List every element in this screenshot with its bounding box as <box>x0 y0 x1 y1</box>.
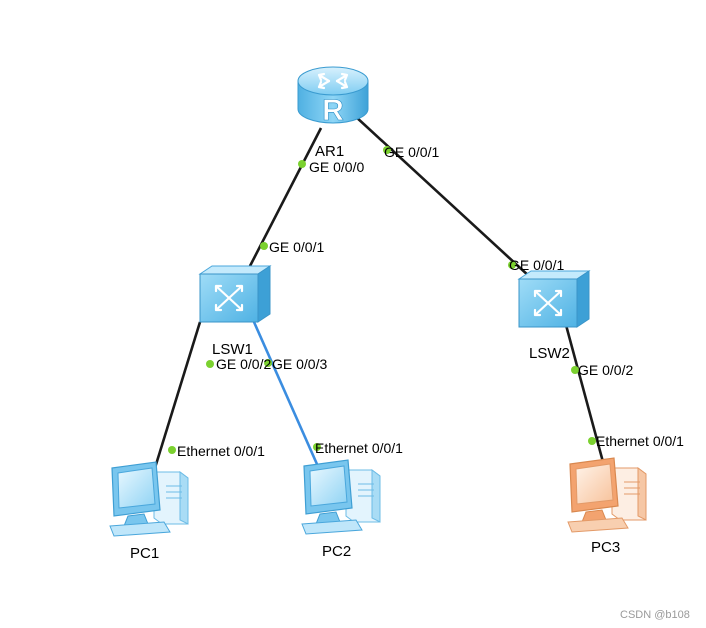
port-label-lsw2-ge001: GE 0/0/1 <box>509 257 564 273</box>
port-label-pc3-eth001: Ethernet 0/0/1 <box>596 433 684 449</box>
switch-icon <box>198 265 272 323</box>
port-dot <box>383 146 391 154</box>
port-label-lsw1-ge001: GE 0/0/1 <box>269 239 324 255</box>
port-label-lsw2-ge002: GE 0/0/2 <box>578 362 633 378</box>
node-labels: AR1 LSW1 LSW2 PC1 PC2 PC3 <box>130 143 620 562</box>
link-ar1-lsw2[interactable] <box>354 115 531 278</box>
switch-lsw1[interactable] <box>198 265 272 323</box>
port-label-ar1-ge000: GE 0/0/0 <box>309 159 364 175</box>
watermark: CSDN @b108 <box>620 609 690 621</box>
pc-pc3[interactable] <box>567 457 647 533</box>
pc-pc2[interactable] <box>301 459 381 535</box>
node-label-pc3: PC3 <box>591 539 620 556</box>
port-dot <box>206 360 214 368</box>
port-labels: GE 0/0/0 GE 0/0/1 GE 0/0/1 GE 0/0/1 GE 0… <box>177 144 684 459</box>
port-label-lsw1-ge002: GE 0/0/2 <box>216 356 271 372</box>
port-label-ar1-ge001: GE 0/0/1 <box>384 144 439 160</box>
port-dot <box>264 359 272 367</box>
port-label-pc1-eth001: Ethernet 0/0/1 <box>177 443 265 459</box>
node-label-pc1: PC1 <box>130 545 159 562</box>
port-dot <box>571 366 579 374</box>
pc-icon <box>301 459 381 535</box>
port-dot <box>168 446 176 454</box>
router-ar1[interactable]: R <box>297 66 369 127</box>
port-dots <box>168 146 596 454</box>
router-letter: R <box>322 94 344 127</box>
switch-lsw2[interactable] <box>517 270 591 328</box>
port-label-pc2-eth001: Ethernet 0/0/1 <box>315 440 403 456</box>
node-label-ar1: AR1 <box>315 143 344 160</box>
port-label-lsw1-ge003: GE 0/0/3 <box>272 356 327 372</box>
pc-icon <box>567 457 647 533</box>
link-lsw1-pc2[interactable] <box>252 321 326 481</box>
pc-icon <box>109 461 189 537</box>
port-dot <box>298 160 306 168</box>
switch-icon <box>517 270 591 328</box>
node-label-pc2: PC2 <box>322 543 351 560</box>
node-label-lsw2: LSW2 <box>529 345 570 362</box>
router-icon: R <box>297 66 369 127</box>
node-label-lsw1: LSW1 <box>212 341 253 358</box>
link-lsw2-pc3[interactable] <box>564 324 605 463</box>
link-lsw1-pc1[interactable] <box>148 321 202 485</box>
pc-pc1[interactable] <box>109 461 189 537</box>
port-dot <box>313 443 321 451</box>
port-dot <box>508 261 516 269</box>
port-dot <box>260 242 268 250</box>
port-dot <box>588 437 596 445</box>
